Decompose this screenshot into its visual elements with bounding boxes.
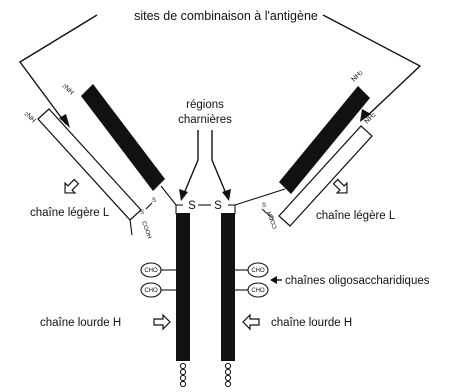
cho-label: CHO [144, 288, 158, 294]
arrowhead-icon [270, 276, 277, 284]
cho-label: CHO [144, 268, 158, 274]
heavy-chain-left-label: chaîne lourde H [40, 317, 121, 329]
arrowhead-icon [222, 189, 231, 201]
hinge-label-line2: charnières [178, 114, 232, 126]
coil-icon [180, 363, 185, 386]
light-chain-left-label: chaîne légère L [30, 207, 110, 219]
cho-label: CHO [251, 268, 265, 274]
light-chain-right-label: chaîne légère L [316, 210, 396, 222]
hinge-arrows [179, 130, 231, 201]
coil-icon [225, 363, 230, 386]
cooh-left: COOH [140, 221, 152, 240]
antigen-sites-title: sites de combinaison à l'antigène [134, 9, 318, 23]
cho-group-right: CHO CHO [235, 263, 268, 297]
oligosaccharide-arrow [270, 276, 282, 284]
nh2-heavy-right: NH2 [350, 69, 364, 83]
nh2-heavy-left: 2NH [61, 82, 75, 96]
disulfide-right-s2: S [270, 216, 274, 222]
heavy-chain-right-label: chaîne lourde H [271, 317, 352, 329]
hollow-arrow-icon [154, 315, 170, 329]
svg-text:2NH: 2NH [23, 110, 37, 124]
light-chain-left: COOH [38, 109, 152, 240]
disulfide-bond-left-s: S [188, 200, 196, 212]
nh2-light-left: 2NH [23, 110, 37, 124]
hinge-label-line1: régions [186, 99, 224, 111]
disulfide-bond-right-s: S [214, 200, 222, 212]
hollow-arrow-icon [60, 177, 81, 198]
arrowhead-icon [179, 189, 188, 201]
disulfide-right-s1: S [262, 203, 266, 209]
cho-group-left: CHO CHO [141, 263, 176, 297]
cho-label: CHO [251, 288, 265, 294]
svg-text:NH2: NH2 [350, 69, 364, 83]
svg-text:2NH: 2NH [61, 82, 75, 96]
light-heavy-disulfide-left: S S [140, 198, 156, 216]
hollow-arrow-icon [331, 177, 352, 198]
disulfide-left-s2: S [152, 198, 156, 204]
oligosaccharide-label: chaînes oligosaccharidiques [285, 275, 430, 287]
hollow-arrow-icon [243, 315, 259, 329]
disulfide-left-s1: S [140, 210, 144, 216]
